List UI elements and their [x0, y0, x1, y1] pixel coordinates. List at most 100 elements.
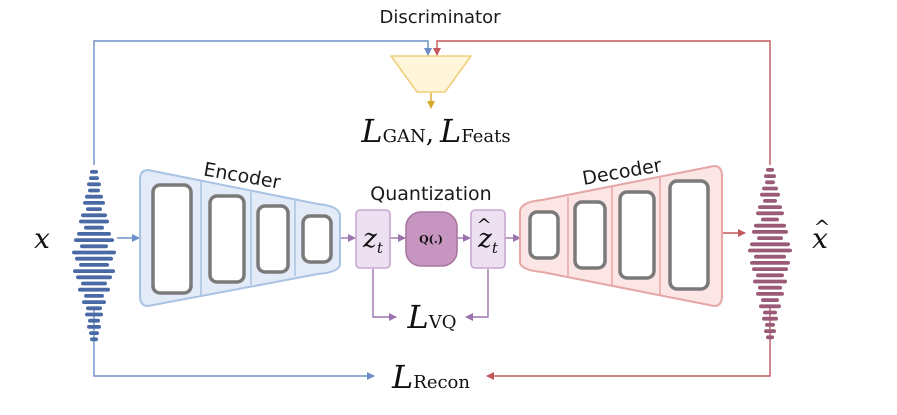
quantized-hat: ^ — [476, 215, 491, 236]
waveform-bar — [765, 180, 775, 185]
loss-separator: , — [426, 119, 434, 149]
output-waveform — [748, 168, 792, 340]
waveform-bar — [761, 217, 779, 222]
waveform-bar — [80, 244, 108, 249]
waveform-bar — [90, 337, 98, 342]
waveform-bar — [759, 304, 781, 309]
waveform-bar — [73, 269, 115, 273]
waveform-bar — [84, 225, 104, 230]
decoder-block — [519, 164, 723, 308]
vq-loss-script: L — [406, 298, 428, 336]
waveform-bar — [75, 256, 113, 261]
waveform-bar — [760, 192, 780, 197]
decoder-layer-1 — [528, 210, 560, 260]
feats-loss-subscript: Feats — [461, 126, 510, 147]
waveform-bar — [766, 168, 774, 172]
waveform-bar — [72, 250, 116, 255]
waveform-bar — [81, 281, 107, 286]
waveform-bar — [89, 331, 99, 335]
quantizer-box: Q(.) — [405, 211, 458, 267]
waveform-bar — [763, 310, 777, 315]
recon-loss: LRecon — [391, 358, 470, 396]
output-to-recon-line — [486, 307, 771, 380]
waveform-bar — [765, 323, 775, 327]
output-to-discriminator-line — [433, 40, 771, 165]
discriminator-block — [390, 55, 472, 93]
feats-loss-script: L — [439, 112, 461, 150]
waveform-bar — [77, 232, 111, 236]
latent-to-vq-line — [372, 269, 397, 321]
waveform-bar — [757, 236, 783, 240]
waveform-bar — [81, 213, 107, 218]
encoder-layer-3 — [256, 204, 290, 274]
vq-loss-subscript: VQ — [428, 312, 457, 333]
discriminator-label: Discriminator — [380, 7, 502, 28]
decoder-layer-4 — [668, 179, 710, 291]
svg-text:zt: zt — [477, 224, 499, 257]
waveform-bar — [88, 188, 100, 193]
encoder-layer-4 — [301, 214, 333, 264]
waveform-bar — [756, 292, 784, 296]
waveform-bar — [762, 186, 778, 191]
input-signal-label: x — [34, 222, 50, 255]
waveform-bar — [756, 211, 784, 216]
waveform-bar — [753, 279, 787, 284]
waveform-bar — [752, 230, 788, 234]
waveform-bar — [87, 325, 101, 329]
waveform-bar — [86, 306, 102, 311]
quantized-latent-symbol: z — [477, 224, 492, 254]
waveform-bar — [74, 238, 114, 242]
waveform-bar — [764, 329, 776, 333]
waveform-bar — [82, 300, 106, 304]
waveform-bar — [88, 318, 100, 323]
waveform-bar — [89, 176, 99, 180]
decoder-layer-3 — [618, 190, 656, 280]
waveform-bar — [85, 312, 103, 317]
waveform-bar — [86, 207, 102, 211]
input-to-recon-line — [93, 307, 375, 380]
quantized-to-vq-line — [465, 269, 489, 321]
waveform-bar — [83, 201, 105, 205]
latent-symbol: z — [362, 224, 377, 254]
gan-feats-loss: LGAN,LFeats — [360, 112, 510, 150]
waveform-bar — [758, 205, 782, 209]
waveform-bar — [90, 170, 98, 174]
quantizer-symbol: Q(.) — [419, 233, 443, 246]
latent-box: zt — [355, 209, 391, 269]
quantized-latent-box: ^ zt — [470, 209, 506, 269]
waveform-bar — [79, 263, 109, 267]
waveform-bar — [750, 242, 790, 247]
gan-loss-script: L — [360, 112, 382, 150]
quantized-latent-subscript: t — [492, 239, 499, 257]
input-to-discriminator-line — [93, 40, 432, 165]
encoder-layer-1 — [151, 183, 193, 295]
decoder-layer-2 — [573, 200, 607, 270]
waveform-bar — [752, 267, 788, 271]
waveform-bar — [754, 223, 786, 228]
encoder-block — [139, 168, 341, 308]
waveform-bar — [78, 287, 110, 292]
waveform-bar — [85, 194, 103, 199]
recon-loss-script: L — [391, 358, 413, 396]
waveform-bar — [761, 298, 779, 302]
svg-text:zt: zt — [362, 224, 384, 257]
waveform-bar — [756, 273, 784, 278]
waveform-bar — [748, 248, 792, 253]
waveform-bar — [766, 335, 774, 340]
waveform-bar — [79, 219, 109, 224]
latent-subscript: t — [377, 239, 384, 257]
input-waveform — [72, 170, 116, 342]
waveform-bar — [764, 174, 776, 178]
waveform-bar — [84, 294, 104, 298]
waveform-bar — [762, 316, 778, 321]
waveform-bar — [76, 275, 112, 280]
waveform-bar — [763, 199, 777, 203]
recon-loss-subscript: Recon — [413, 372, 470, 393]
waveform-bar — [750, 261, 790, 265]
vq-loss: LVQ — [406, 298, 456, 336]
output-signal-label: x — [812, 222, 828, 255]
quantization-label: Quantization — [370, 183, 491, 205]
encoder-layer-2 — [208, 194, 246, 284]
waveform-bar — [754, 254, 786, 259]
